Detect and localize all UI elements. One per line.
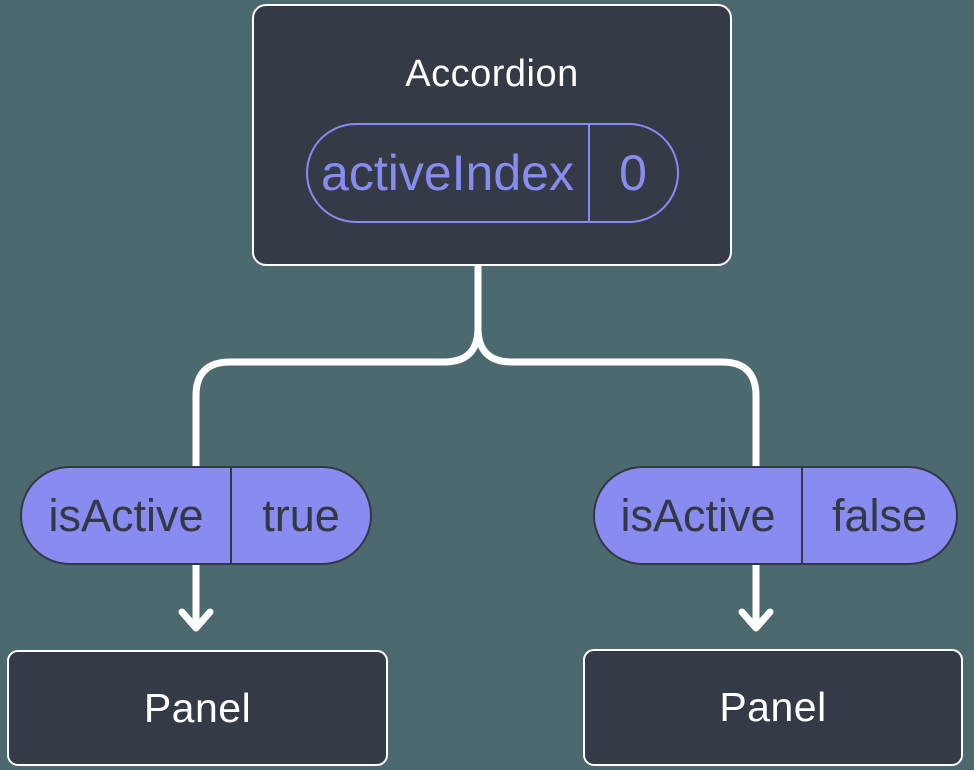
prop-pill-name: isActive — [48, 489, 204, 541]
panel-node-title: Panel — [143, 684, 252, 731]
prop-pill-isactive-left: isActive true — [20, 466, 372, 565]
arrowhead-left-icon — [178, 608, 214, 632]
connector-left-branch — [192, 258, 482, 624]
arrowhead-right-icon — [738, 608, 774, 632]
panel-node-right: Panel — [583, 649, 963, 766]
prop-pill-isactive-right: isActive false — [593, 466, 958, 565]
connector-right-branch — [474, 324, 760, 624]
panel-node-title: Panel — [719, 684, 827, 730]
prop-pill-value: false — [801, 468, 956, 563]
state-pill-name: activeIndex — [321, 145, 574, 201]
state-pill-value: 0 — [587, 125, 677, 221]
accordion-node-title: Accordion — [405, 53, 579, 95]
prop-pill-value: true — [230, 468, 370, 563]
accordion-node: Accordion activeIndex 0 — [252, 4, 732, 266]
state-pill-activeindex: activeIndex 0 — [305, 123, 679, 223]
panel-node-left: Panel — [7, 650, 388, 766]
prop-pill-name: isActive — [620, 489, 776, 541]
